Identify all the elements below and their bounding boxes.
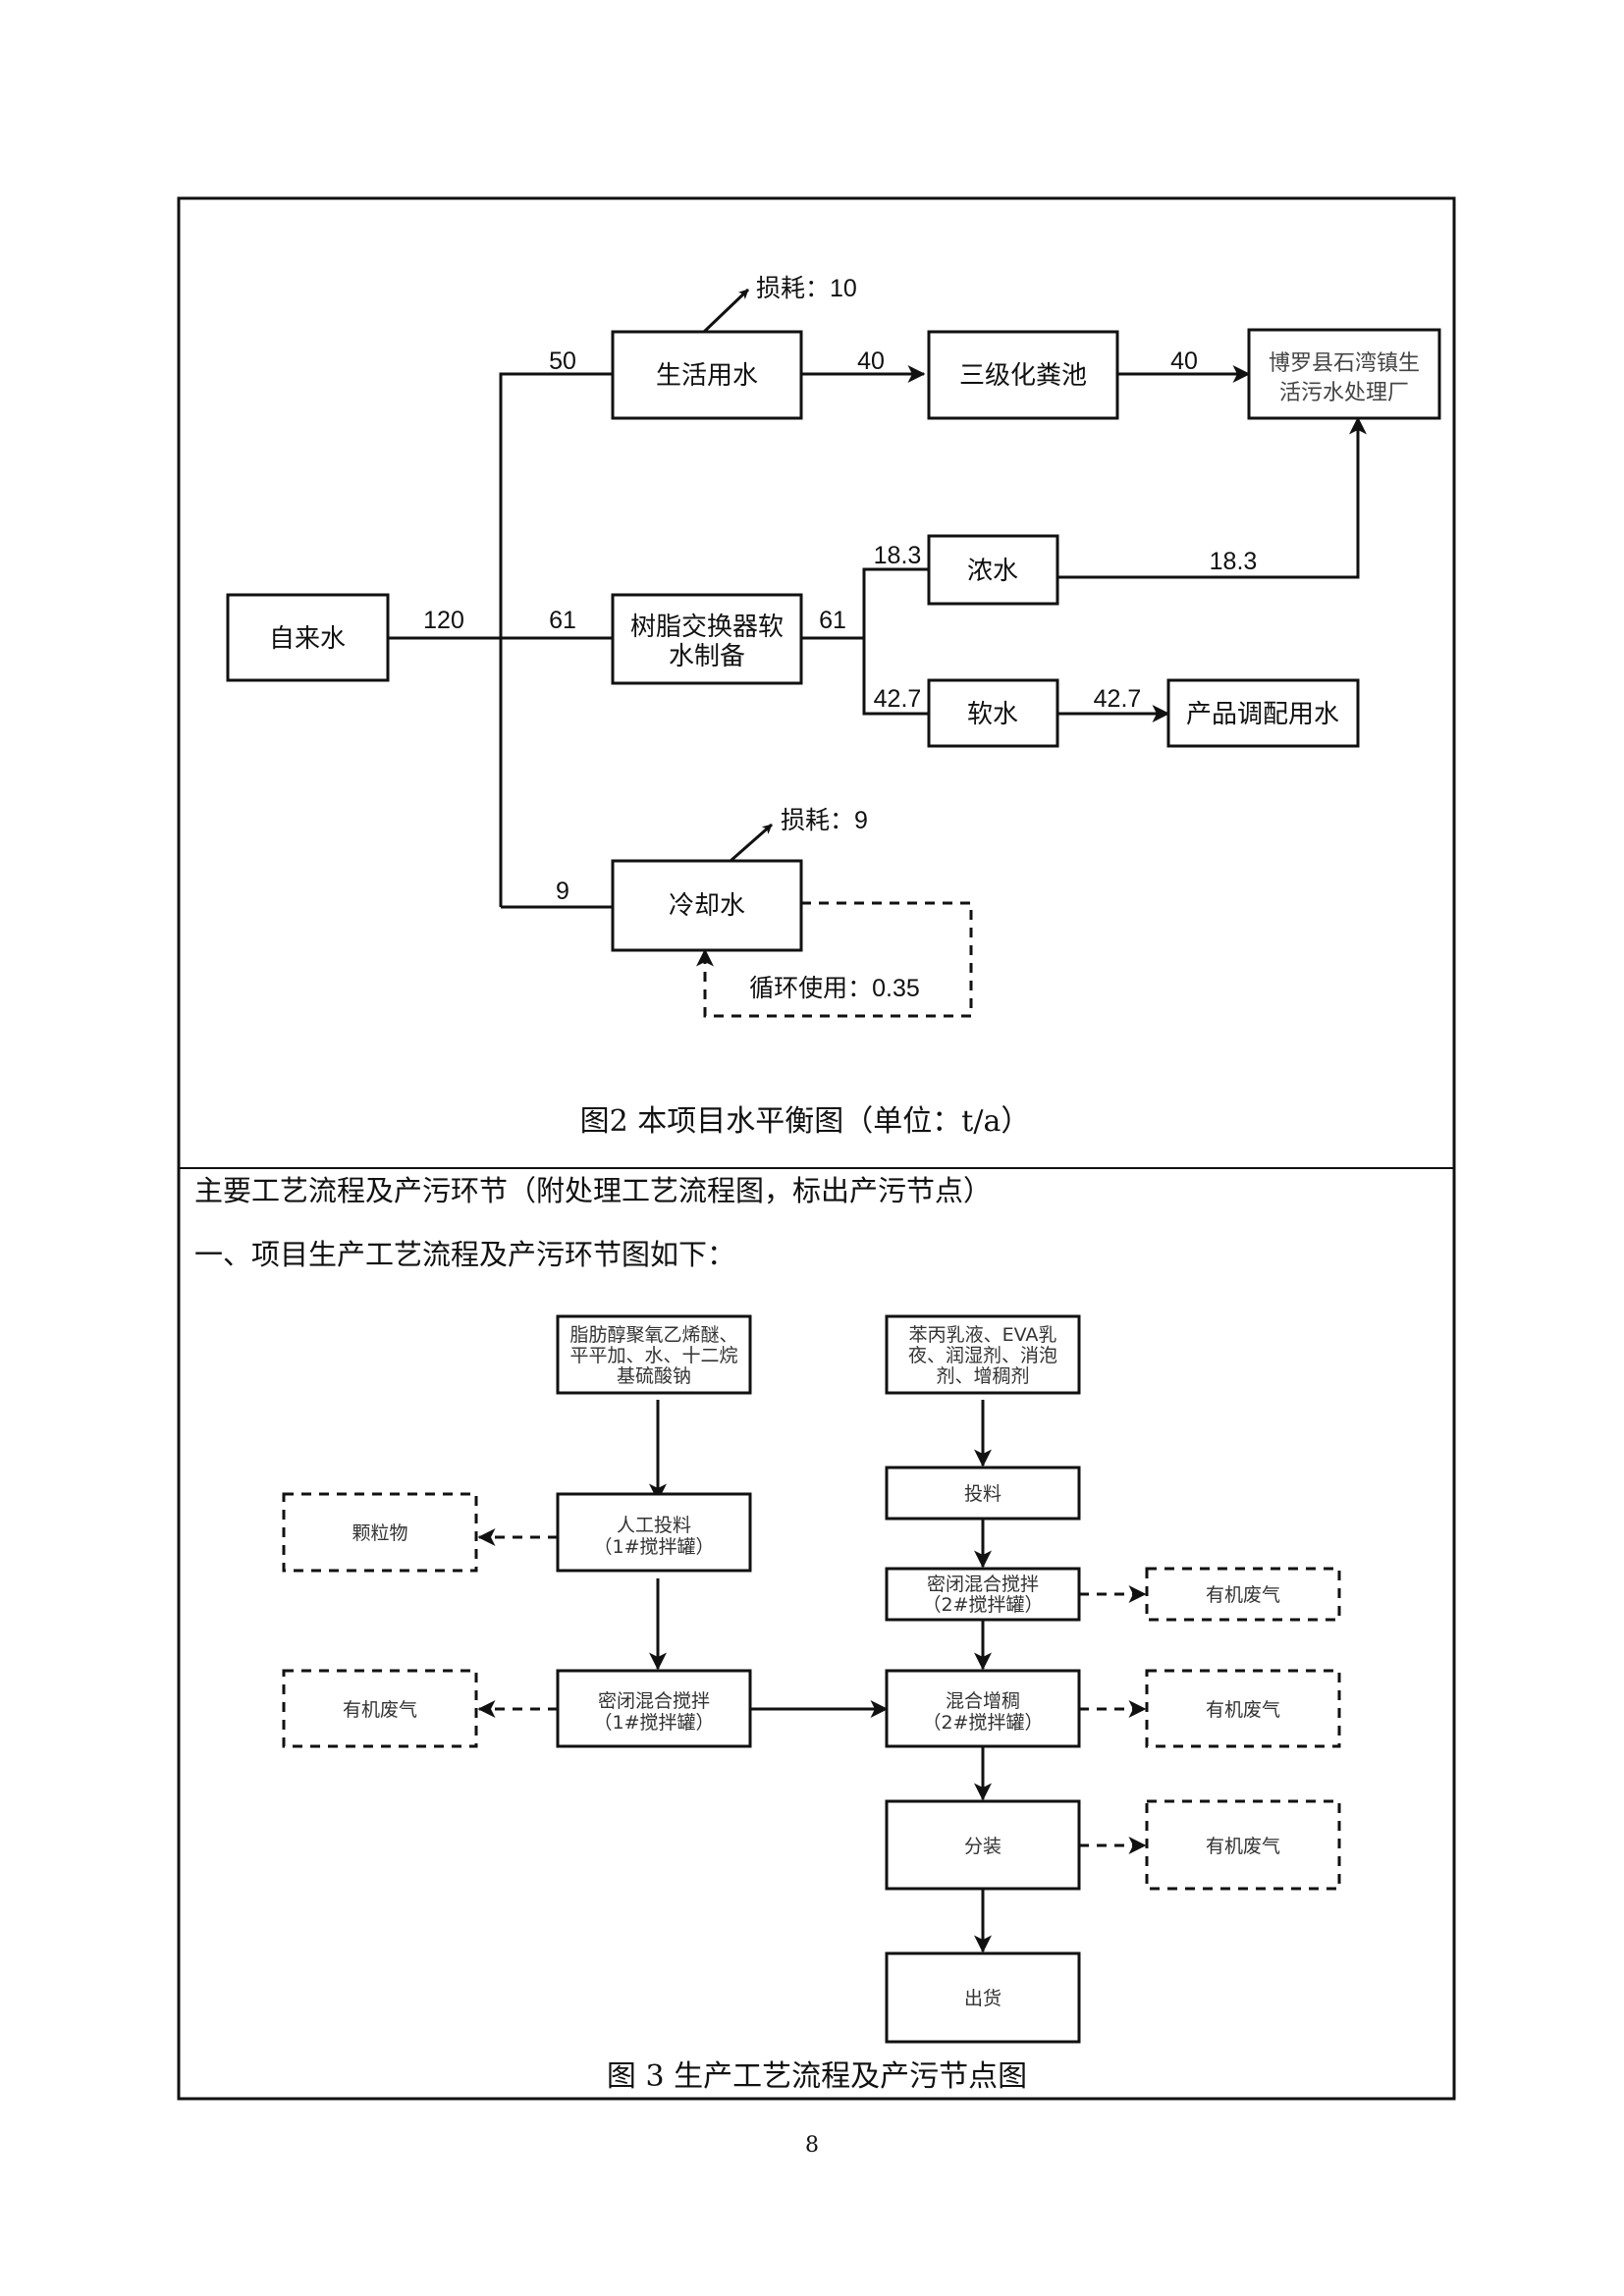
page-number: 8: [805, 2133, 819, 2158]
node-manual-feed: [556, 1492, 752, 1573]
node-domestic-water: [611, 330, 803, 420]
recycle-loop-arrow: [696, 901, 973, 1018]
table-frame: [177, 196, 1456, 2101]
node-thicken: [885, 1669, 1081, 1748]
flow-value-total: 120: [423, 607, 464, 634]
node-sewage-plant: [1247, 328, 1441, 420]
flow-value-soft-to-product: 42.7: [1094, 685, 1142, 713]
node-packing: [885, 1799, 1081, 1891]
node-tap-water: [226, 593, 390, 682]
flow-value-to-cooling: 9: [556, 878, 569, 905]
label-organic-gas-mix2: 有机废气: [1206, 1584, 1280, 1606]
label-feed: 投料: [964, 1483, 1001, 1505]
label-domestic-water: 生活用水: [656, 361, 758, 391]
node-feed: [885, 1466, 1081, 1521]
label-concentrate: 浓水: [967, 557, 1018, 586]
label-thicken-line1: 混合增稠: [946, 1690, 1020, 1712]
label-sealed-mix-1-line1: 密闭混合搅拌: [598, 1690, 710, 1712]
node-septic-tank: [927, 330, 1119, 420]
node-sealed-mix-1: [556, 1669, 752, 1748]
section-subheading: 一、项目生产工艺流程及产污环节图如下：: [194, 1238, 735, 1271]
flow-value-domestic-to-septic: 40: [857, 347, 885, 375]
flow-value-to-domestic: 50: [549, 347, 576, 375]
label-soft-water: 软水: [967, 700, 1018, 729]
label-materials-2-line2: 夜、润湿剂、消泡: [908, 1345, 1057, 1366]
label-softening-line1: 树脂交换器软: [630, 613, 784, 642]
label-cooling-water: 冷却水: [669, 891, 745, 921]
pollutant-organic-gas-left: [282, 1669, 478, 1748]
loss-arrow-domestic: [702, 288, 750, 334]
flow-value-to-softening: 61: [549, 607, 576, 634]
figure-2-caption: 图2 本项目水平衡图（单位：t/a）: [580, 1104, 1031, 1139]
label-materials-1-line1: 脂肪醇聚氧乙烯醚、: [569, 1324, 737, 1346]
label-tap-water: 自来水: [269, 624, 346, 654]
label-packing: 分装: [964, 1836, 1001, 1857]
label-materials-1-line3: 基硫酸钠: [617, 1365, 691, 1387]
node-concentrate: [927, 534, 1059, 606]
loss-arrow-cooling: [730, 823, 773, 863]
label-product-water: 产品调配用水: [1186, 700, 1339, 729]
figure-3-caption: 图 3 生产工艺流程及产污节点图: [607, 2059, 1027, 2094]
flow-value-to-concentrate: 18.3: [874, 542, 922, 569]
node-sealed-mix-2: [885, 1567, 1081, 1622]
label-sewage-plant-line1: 博罗县石湾镇生: [1269, 351, 1420, 376]
label-materials-1-line2: 平平加、水、十二烷: [569, 1345, 737, 1366]
flow-value-softening-out: 61: [819, 607, 846, 634]
node-softening: [611, 593, 803, 685]
label-organic-gas-left: 有机废气: [343, 1699, 417, 1721]
recycle-label: 循环使用：0.35: [749, 975, 920, 1002]
label-manual-feed-line2: （1#搅拌罐）: [593, 1536, 714, 1558]
label-materials-2-line1: 苯丙乳液、EVA乳: [909, 1324, 1057, 1346]
pollutant-particulate: [282, 1492, 478, 1573]
flow-value-to-soft: 42.7: [874, 685, 922, 713]
node-cooling-water: [611, 859, 803, 952]
label-shipping: 出货: [964, 1988, 1001, 2009]
pollutant-organic-gas-mix2: [1145, 1567, 1341, 1622]
label-sealed-mix-2-line2: （2#搅拌罐）: [922, 1594, 1043, 1616]
label-organic-gas-packing: 有机废气: [1206, 1836, 1280, 1857]
label-septic-tank: 三级化粪池: [959, 361, 1087, 391]
node-materials-2: [885, 1314, 1081, 1395]
label-sealed-mix-1-line2: （1#搅拌罐）: [593, 1712, 714, 1734]
label-sewage-plant-line2: 活污水处理厂: [1279, 381, 1409, 405]
label-organic-gas-thicken: 有机废气: [1206, 1699, 1280, 1721]
flow-trunk-line: [499, 372, 613, 907]
flow-value-concentrate-to-plant: 18.3: [1210, 548, 1258, 575]
process-flow-diagram: 脂肪醇聚氧乙烯醚、 平平加、水、十二烷 基硫酸钠 人工投料 （1#搅拌罐） 密闭…: [282, 1314, 1341, 2094]
section-heading: 主要工艺流程及产污环节（附处理工艺流程图，标出产污节点）: [194, 1174, 992, 1207]
label-sealed-mix-2-line1: 密闭混合搅拌: [927, 1574, 1039, 1595]
pollutant-organic-gas-packing: [1145, 1799, 1341, 1891]
pollutant-organic-gas-thicken: [1145, 1669, 1341, 1748]
node-soft-water: [927, 678, 1059, 748]
flow-arrow-concentrate-to-plant: [1057, 416, 1367, 579]
label-thicken-line2: （2#搅拌罐）: [922, 1712, 1043, 1734]
node-materials-1: [556, 1314, 752, 1395]
flow-split-line: [862, 567, 929, 716]
water-balance-diagram: 自来水 生活用水 三级化粪池 博罗县石湾镇生 活污水处理厂 树脂交换器软 水制备…: [226, 275, 1441, 1139]
label-particulate: 颗粒物: [352, 1522, 407, 1544]
node-shipping: [885, 1951, 1081, 2044]
node-product-water: [1166, 678, 1360, 748]
loss-label-domestic: 损耗：10: [756, 275, 857, 302]
label-manual-feed-line1: 人工投料: [617, 1515, 691, 1536]
flow-value-septic-to-plant: 40: [1170, 347, 1198, 375]
loss-label-cooling: 损耗：9: [781, 807, 868, 834]
label-materials-2-line3: 剂、增稠剂: [936, 1365, 1029, 1387]
label-softening-line2: 水制备: [669, 642, 745, 671]
